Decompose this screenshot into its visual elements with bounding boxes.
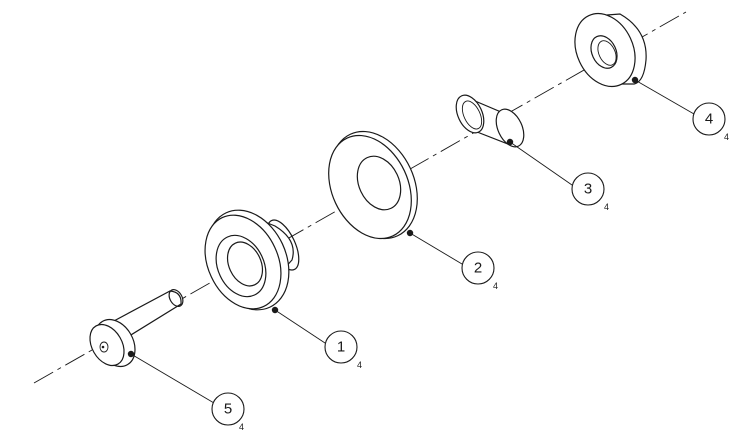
callout-4: 4 4 <box>631 76 729 142</box>
callout-2-item: 2 <box>474 260 482 277</box>
part-2-washer <box>328 130 418 240</box>
part-5-pin <box>89 289 184 368</box>
callout-2: 2 4 <box>406 229 498 291</box>
callout-5: 5 4 <box>127 350 245 432</box>
callout-1-qty: 4 <box>357 360 362 370</box>
callout-5-item: 5 <box>224 401 232 418</box>
part-1-flanged-bushing <box>204 209 300 311</box>
callout-1-item: 1 <box>337 339 345 356</box>
callout-3-item: 3 <box>584 181 592 198</box>
callout-1: 1 4 <box>271 306 362 370</box>
callout-3-qty: 4 <box>604 202 609 212</box>
part-4-ring <box>574 12 647 88</box>
part-3-sleeve <box>455 94 525 148</box>
callout-2-qty: 4 <box>493 281 498 291</box>
callout-4-qty: 4 <box>724 132 729 142</box>
callout-5-qty: 4 <box>239 422 244 432</box>
callout-3: 3 4 <box>506 138 609 212</box>
callout-4-item: 4 <box>705 111 713 128</box>
